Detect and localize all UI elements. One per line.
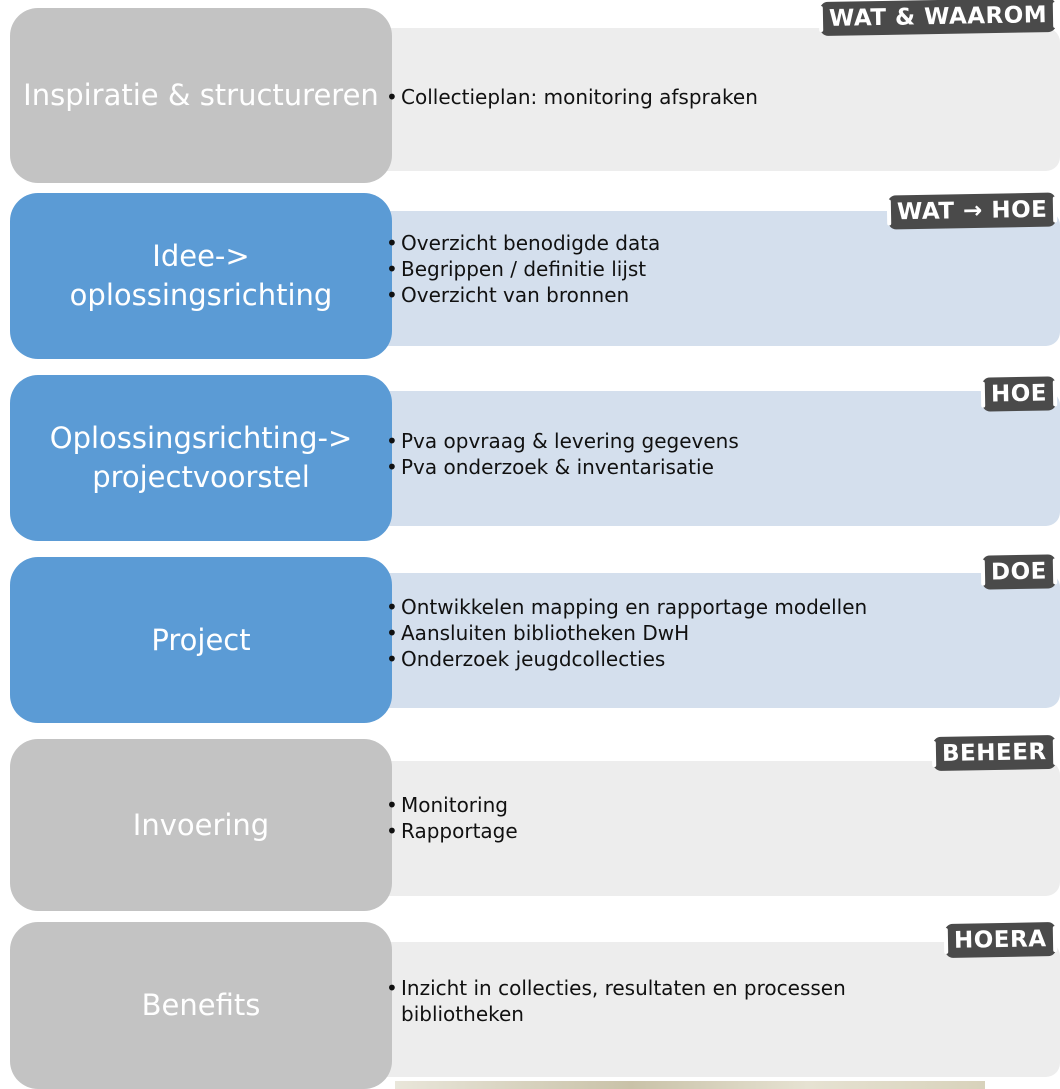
bullet-item: Rapportage [386,818,1030,844]
stage-row: Oplossingsrichting-> projectvoorstel Pva… [0,375,1060,541]
stage-tag-doe: DOE [981,554,1057,590]
stage-bullet-list: Collectieplan: monitoring afspraken [386,84,1030,110]
stage-title-box: Inspiratie & structureren [10,8,392,183]
stage-tag-hoera: HOERA [945,922,1057,958]
stage-row: Benefits Inzicht in collecties, resultat… [0,922,1060,1089]
stage-bullet-list: Overzicht benodigde data Begrippen / def… [386,230,1030,308]
stage-row: Project Ontwikkelen mapping en rapportag… [0,554,1060,723]
bullet-item: Onderzoek jeugdcollecties [386,646,1030,672]
stage-title-box: Oplossingsrichting-> projectvoorstel [10,375,392,541]
bullet-item: Begrippen / definitie lijst [386,256,1030,282]
bullet-item: Overzicht van bronnen [386,282,1030,308]
stage-bullet-list: Ontwikkelen mapping en rapportage modell… [386,594,1030,672]
bullet-item: Collectieplan: monitoring afspraken [386,84,1030,110]
stage-title-box: Idee-> oplossingsrichting [10,193,392,359]
stage-title: Invoering [132,807,270,842]
bullet-item: Ontwikkelen mapping en rapportage modell… [386,594,1030,620]
bullet-item: Pva opvraag & levering gegevens [386,428,1030,454]
decorative-strip [395,1081,985,1089]
stage-tag-wat-waarom: WAT & WAAROM [819,0,1057,37]
bullet-item: Pva onderzoek & inventarisatie [386,454,1030,480]
stage-tag-wat-hoe: WAT → HOE [887,192,1057,230]
stage-title-box: Project [10,557,392,723]
stage-title: Oplossingsrichting-> projectvoorstel [49,421,353,494]
bullet-item: Monitoring [386,792,1030,818]
bullet-item: Inzicht in collecties, resultaten en pro… [386,975,970,1027]
stage-title-box: Benefits [10,922,392,1089]
stage-bullet-list: Monitoring Rapportage [386,792,1030,844]
stage-row: Invoering Monitoring Rapportage BEHEER [0,734,1060,911]
stage-bullet-list: Inzicht in collecties, resultaten en pro… [386,975,970,1027]
stage-row: Idee-> oplossingsrichting Overzicht beno… [0,192,1060,359]
stage-tag-beheer: BEHEER [933,734,1057,772]
stage-tag-hoe: HOE [981,376,1057,412]
stage-title: Idee-> oplossingsrichting [69,239,333,312]
stage-title: Inspiratie & structureren [23,78,379,112]
stage-title-box: Invoering [10,739,392,911]
stage-bullet-list: Pva opvraag & levering gegevens Pva onde… [386,428,1030,480]
stage-title: Benefits [141,988,261,1022]
stage-row: Inspiratie & structureren Collectieplan:… [0,0,1060,183]
bullet-item: Aansluiten bibliotheken DwH [386,620,1030,646]
stage-title: Project [151,622,251,657]
bullet-item: Overzicht benodigde data [386,230,1030,256]
